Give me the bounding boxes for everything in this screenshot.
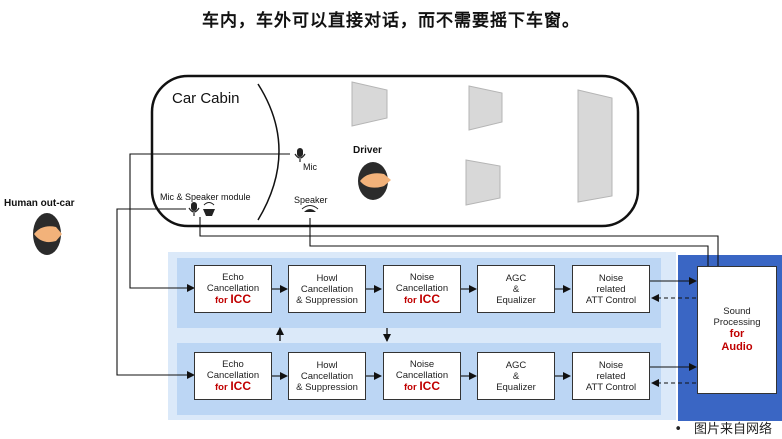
top-echo-line2: Cancellation xyxy=(206,283,260,294)
image-source-note: • 图片来自网络 xyxy=(674,418,772,437)
bottom-noise-line1: Noise xyxy=(409,359,435,370)
bottom-att-line1: Noise xyxy=(598,359,624,371)
windshield-curve xyxy=(257,83,280,221)
top-noise-line2: Cancellation xyxy=(395,283,449,294)
top-agc-equalizer-box: AGC & Equalizer xyxy=(477,265,555,313)
bottom-agc-line3: Equalizer xyxy=(496,381,536,393)
top-att-line2: related xyxy=(596,283,626,295)
bottom-noise-for-icc: for ICC xyxy=(404,379,440,393)
top-howl-cancellation-box: Howl Cancellation & Suppression xyxy=(288,265,366,313)
top-echo-for-icc: for ICC xyxy=(215,292,251,306)
module-mic-icon xyxy=(188,202,200,216)
bottom-att-line3: ATT Control xyxy=(585,381,637,393)
top-agc-line2: & xyxy=(512,283,520,295)
top-att-control-box: Noise related ATT Control xyxy=(572,265,650,313)
top-howl-line2: Cancellation xyxy=(300,283,354,295)
bottom-echo-line1: Echo xyxy=(222,359,244,370)
human-out-car-head-icon xyxy=(33,213,62,255)
top-att-line1: Noise xyxy=(598,272,624,284)
bottom-echo-line2: Cancellation xyxy=(206,370,260,381)
footer-bullet: • xyxy=(674,422,682,437)
bottom-noise-line2: Cancellation xyxy=(395,370,449,381)
top-att-line3: ATT Control xyxy=(585,294,637,306)
speaker-label: Speaker xyxy=(294,195,328,205)
speaker-icon xyxy=(301,205,319,212)
bottom-howl-line1: Howl xyxy=(316,359,338,371)
bottom-howl-cancellation-box: Howl Cancellation & Suppression xyxy=(288,352,366,400)
seat-middle-top xyxy=(468,85,503,131)
bottom-att-line2: related xyxy=(596,370,626,382)
seat-middle-bottom xyxy=(465,159,501,206)
wire-module-mic xyxy=(116,208,195,379)
bottom-noise-cancellation-box: Noise Cancellation for ICC xyxy=(383,352,461,400)
mic-label: Mic xyxy=(303,162,317,172)
human-out-car-label: Human out-car xyxy=(4,198,75,209)
sound-processing-for: for xyxy=(729,328,745,340)
sound-processing-box: Sound Processing for Audio xyxy=(697,266,777,394)
top-agc-line1: AGC xyxy=(505,272,527,284)
bottom-agc-line2: & xyxy=(512,370,520,382)
top-echo-cancellation-box: Echo Cancellation for ICC xyxy=(194,265,272,313)
bottom-echo-for-icc: for ICC xyxy=(215,379,251,393)
bottom-agc-line1: AGC xyxy=(505,359,527,371)
top-noise-line1: Noise xyxy=(409,272,435,283)
top-noise-for-icc: for ICC xyxy=(404,292,440,306)
module-speaker-icon xyxy=(203,202,215,216)
seat-rear xyxy=(577,89,613,203)
page-title: 车内，车外可以直接对话，而不需要摇下车窗。 xyxy=(202,11,580,31)
bottom-echo-cancellation-box: Echo Cancellation for ICC xyxy=(194,352,272,400)
bottom-howl-line2: Cancellation xyxy=(300,370,354,382)
top-howl-line3: & Suppression xyxy=(296,294,358,306)
mic-icon xyxy=(294,148,306,162)
top-noise-cancellation-box: Noise Cancellation for ICC xyxy=(383,265,461,313)
footer-text: 图片来自网络 xyxy=(693,422,772,437)
top-howl-line1: Howl xyxy=(316,272,338,284)
bottom-agc-equalizer-box: AGC & Equalizer xyxy=(477,352,555,400)
sound-processing-line1: Sound xyxy=(723,306,751,317)
cabin-label: Car Cabin xyxy=(172,90,240,107)
top-echo-line1: Echo xyxy=(222,272,244,283)
seat-front-left xyxy=(351,81,388,127)
driver-label: Driver xyxy=(353,145,382,156)
bottom-att-control-box: Noise related ATT Control xyxy=(572,352,650,400)
driver-head-icon xyxy=(358,162,391,200)
sound-processing-line2: Processing xyxy=(713,317,761,328)
top-agc-line3: Equalizer xyxy=(496,294,536,306)
mic-speaker-module-label: Mic & Speaker module xyxy=(160,192,251,202)
wire-cabin-speaker xyxy=(309,218,709,268)
bottom-howl-line3: & Suppression xyxy=(296,381,358,393)
wire-module-speaker xyxy=(199,217,719,268)
wire-cabin-mic xyxy=(129,153,290,292)
sound-processing-audio: Audio xyxy=(721,341,753,353)
